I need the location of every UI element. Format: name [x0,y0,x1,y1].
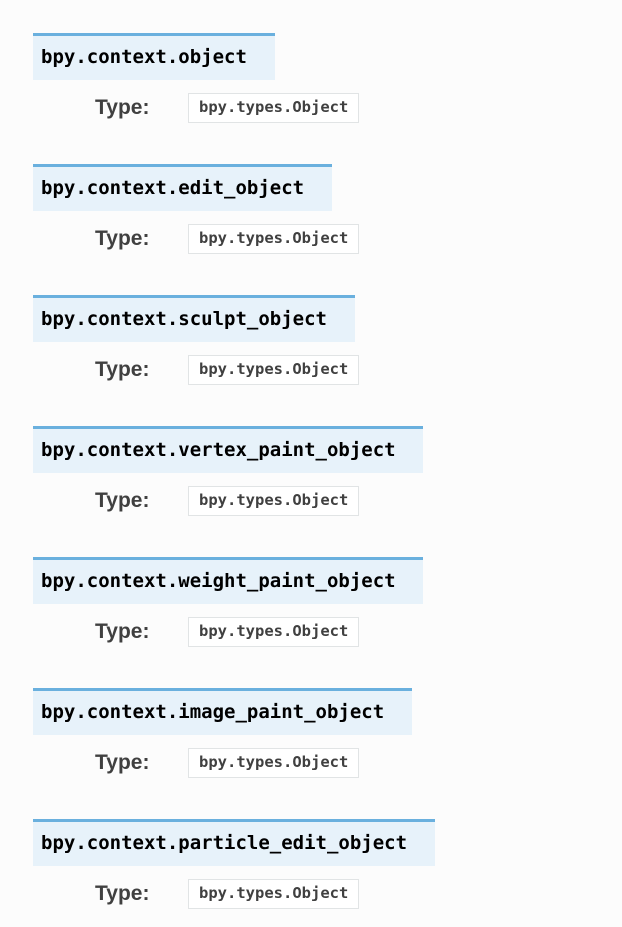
type-reference-link[interactable]: bpy.types.Object [188,93,360,123]
attribute-definition: bpy.context.image_paint_object¶ Type: bp… [33,688,622,778]
attribute-section: bpy.context.particle_edit_object¶ Type: … [33,819,622,909]
attribute-section: bpy.context.vertex_paint_object¶ Type: b… [33,426,622,516]
attribute-name: bpy.context.object [41,46,247,68]
type-reference-link[interactable]: bpy.types.Object [188,224,360,254]
type-reference-link[interactable]: bpy.types.Object [188,617,360,647]
type-reference-link[interactable]: bpy.types.Object [188,486,360,516]
attribute-name: bpy.context.particle_edit_object [41,832,408,854]
type-field-label: Type: [95,358,150,381]
attribute-signature: bpy.context.image_paint_object¶ [33,688,412,735]
attribute-name: bpy.context.weight_paint_object [41,570,396,592]
attribute-fields: Type: bpy.types.Object [95,486,622,516]
attribute-fields: Type: bpy.types.Object [95,748,622,778]
attribute-definition: bpy.context.edit_object¶ Type: bpy.types… [33,164,622,254]
type-field-label: Type: [95,227,150,250]
attribute-signature: bpy.context.edit_object¶ [33,164,332,211]
attribute-definition: bpy.context.particle_edit_object¶ Type: … [33,819,622,909]
type-reference-code: bpy.types.Object [188,879,360,909]
type-field-label: Type: [95,882,150,905]
attribute-name: bpy.context.vertex_paint_object [41,439,396,461]
sections-container: bpy.context.object¶ Type: bpy.types.Obje… [33,33,622,909]
attribute-fields: Type: bpy.types.Object [95,93,622,123]
type-reference-code: bpy.types.Object [188,748,360,778]
attribute-list: bpy.context.object¶ Type: bpy.types.Obje… [33,33,622,909]
type-field-row: Type: bpy.types.Object [95,748,622,778]
attribute-definition: bpy.context.weight_paint_object¶ Type: b… [33,557,622,647]
attribute-fields: Type: bpy.types.Object [95,617,622,647]
attribute-signature: bpy.context.sculpt_object¶ [33,295,355,342]
attribute-name: bpy.context.sculpt_object [41,308,327,330]
type-field-label: Type: [95,489,150,512]
attribute-section: bpy.context.weight_paint_object¶ Type: b… [33,557,622,647]
attribute-fields: Type: bpy.types.Object [95,355,622,385]
attribute-section: bpy.context.edit_object¶ Type: bpy.types… [33,164,622,254]
attribute-fields: Type: bpy.types.Object [95,224,622,254]
attribute-fields: Type: bpy.types.Object [95,879,622,909]
type-field-row: Type: bpy.types.Object [95,93,622,123]
attribute-name: bpy.context.image_paint_object [41,701,385,723]
type-reference-code: bpy.types.Object [188,93,360,123]
attribute-name: bpy.context.edit_object [41,177,305,199]
attribute-section: bpy.context.sculpt_object¶ Type: bpy.typ… [33,295,622,385]
attribute-signature: bpy.context.object¶ [33,33,275,80]
type-reference-link[interactable]: bpy.types.Object [188,355,360,385]
type-field-label: Type: [95,620,150,643]
attribute-signature: bpy.context.particle_edit_object¶ [33,819,435,866]
type-field-row: Type: bpy.types.Object [95,617,622,647]
attribute-definition: bpy.context.sculpt_object¶ Type: bpy.typ… [33,295,622,385]
type-reference-link[interactable]: bpy.types.Object [188,748,360,778]
attribute-section: bpy.context.object¶ Type: bpy.types.Obje… [33,33,622,123]
attribute-section: bpy.context.image_paint_object¶ Type: bp… [33,688,622,778]
type-field-row: Type: bpy.types.Object [95,879,622,909]
attribute-definition: bpy.context.vertex_paint_object¶ Type: b… [33,426,622,516]
type-field-row: Type: bpy.types.Object [95,224,622,254]
attribute-definition: bpy.context.object¶ Type: bpy.types.Obje… [33,33,622,123]
type-reference-code: bpy.types.Object [188,355,360,385]
attribute-signature: bpy.context.vertex_paint_object¶ [33,426,424,473]
type-field-label: Type: [95,751,150,774]
type-field-label: Type: [95,96,150,119]
type-field-row: Type: bpy.types.Object [95,486,622,516]
type-field-row: Type: bpy.types.Object [95,355,622,385]
attribute-signature: bpy.context.weight_paint_object¶ [33,557,424,604]
type-reference-code: bpy.types.Object [188,486,360,516]
type-reference-link[interactable]: bpy.types.Object [188,879,360,909]
type-reference-code: bpy.types.Object [188,224,360,254]
type-reference-code: bpy.types.Object [188,617,360,647]
